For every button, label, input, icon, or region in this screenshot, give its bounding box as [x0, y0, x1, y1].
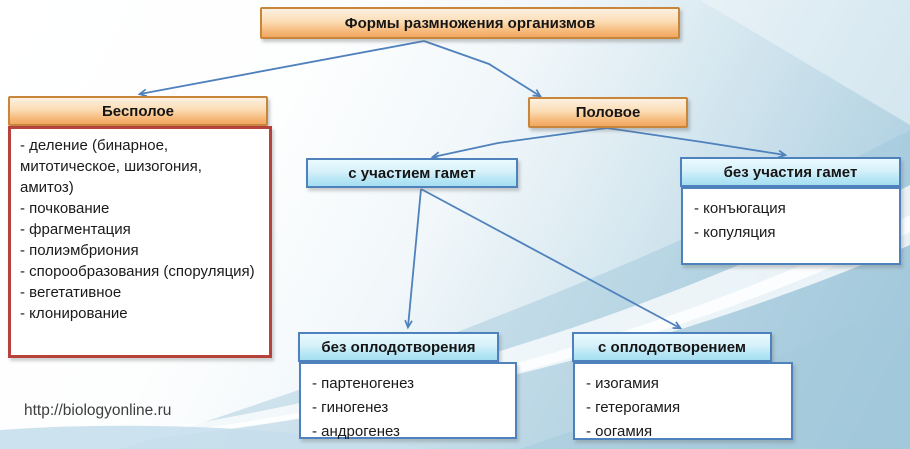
connector-arrow [404, 188, 422, 330]
list-item: - партеногенез [312, 375, 414, 392]
without-gametes-list: - конъюгация - копуляция [681, 187, 901, 265]
website-url: http://biologyonline.ru [24, 402, 172, 419]
with-fertilization-label: с оплодотворением [598, 338, 746, 356]
without-fertilization-label: без оплодотворения [321, 338, 476, 356]
sexual-header-label: Половое [575, 104, 641, 121]
list-item: - копуляция [694, 224, 776, 241]
without-fertilization-list: - партеногенез - гиногенез - андрогенез [299, 362, 517, 440]
list-item: - деление (бинарное, митотическое, шизог… [20, 137, 202, 196]
connector-arrow [137, 40, 425, 98]
connector-arrow [430, 127, 608, 160]
list-item: - конъюгация [694, 200, 786, 217]
list-item: - гетерогамия [586, 399, 681, 416]
list-item: - андрогенез [312, 423, 400, 440]
asexual-list: - деление (бинарное, митотическое, шизог… [8, 126, 272, 358]
list-item: - фрагментация [20, 221, 131, 238]
list-item: - клонирование [20, 305, 128, 322]
list-item: - спорообразования (споруляция) [20, 263, 255, 280]
connector-arrow [420, 188, 683, 330]
with-gametes-header: с участием гамет [306, 158, 518, 188]
page-title: Формы размножения организмов [344, 14, 596, 32]
with-fertilization-header: с оплодотворением [572, 332, 772, 362]
list-item: - гиногенез [312, 399, 389, 416]
list-item: - вегетативное [20, 284, 122, 301]
without-fertilization-header: без оплодотворения [298, 332, 499, 362]
sexual-header: Половое [528, 97, 688, 128]
list-item: - изогамия [586, 375, 659, 392]
with-fertilization-list: - изогамия - гетерогамия - оогамия [573, 362, 793, 440]
without-gametes-header: без участия гамет [680, 157, 901, 187]
with-gametes-label: с участием гамет [348, 164, 476, 182]
connector-arrow [423, 40, 543, 98]
asexual-header-label: Бесполое [102, 102, 174, 120]
list-item: - оогамия [586, 423, 653, 440]
list-item: - полиэмбриония [20, 242, 139, 259]
asexual-header: Бесполое [8, 96, 268, 126]
connector-arrow [606, 127, 788, 159]
list-item: - почкование [20, 200, 110, 217]
title-box: Формы размножения организмов [260, 7, 680, 39]
without-gametes-label: без участия гамет [723, 163, 858, 181]
